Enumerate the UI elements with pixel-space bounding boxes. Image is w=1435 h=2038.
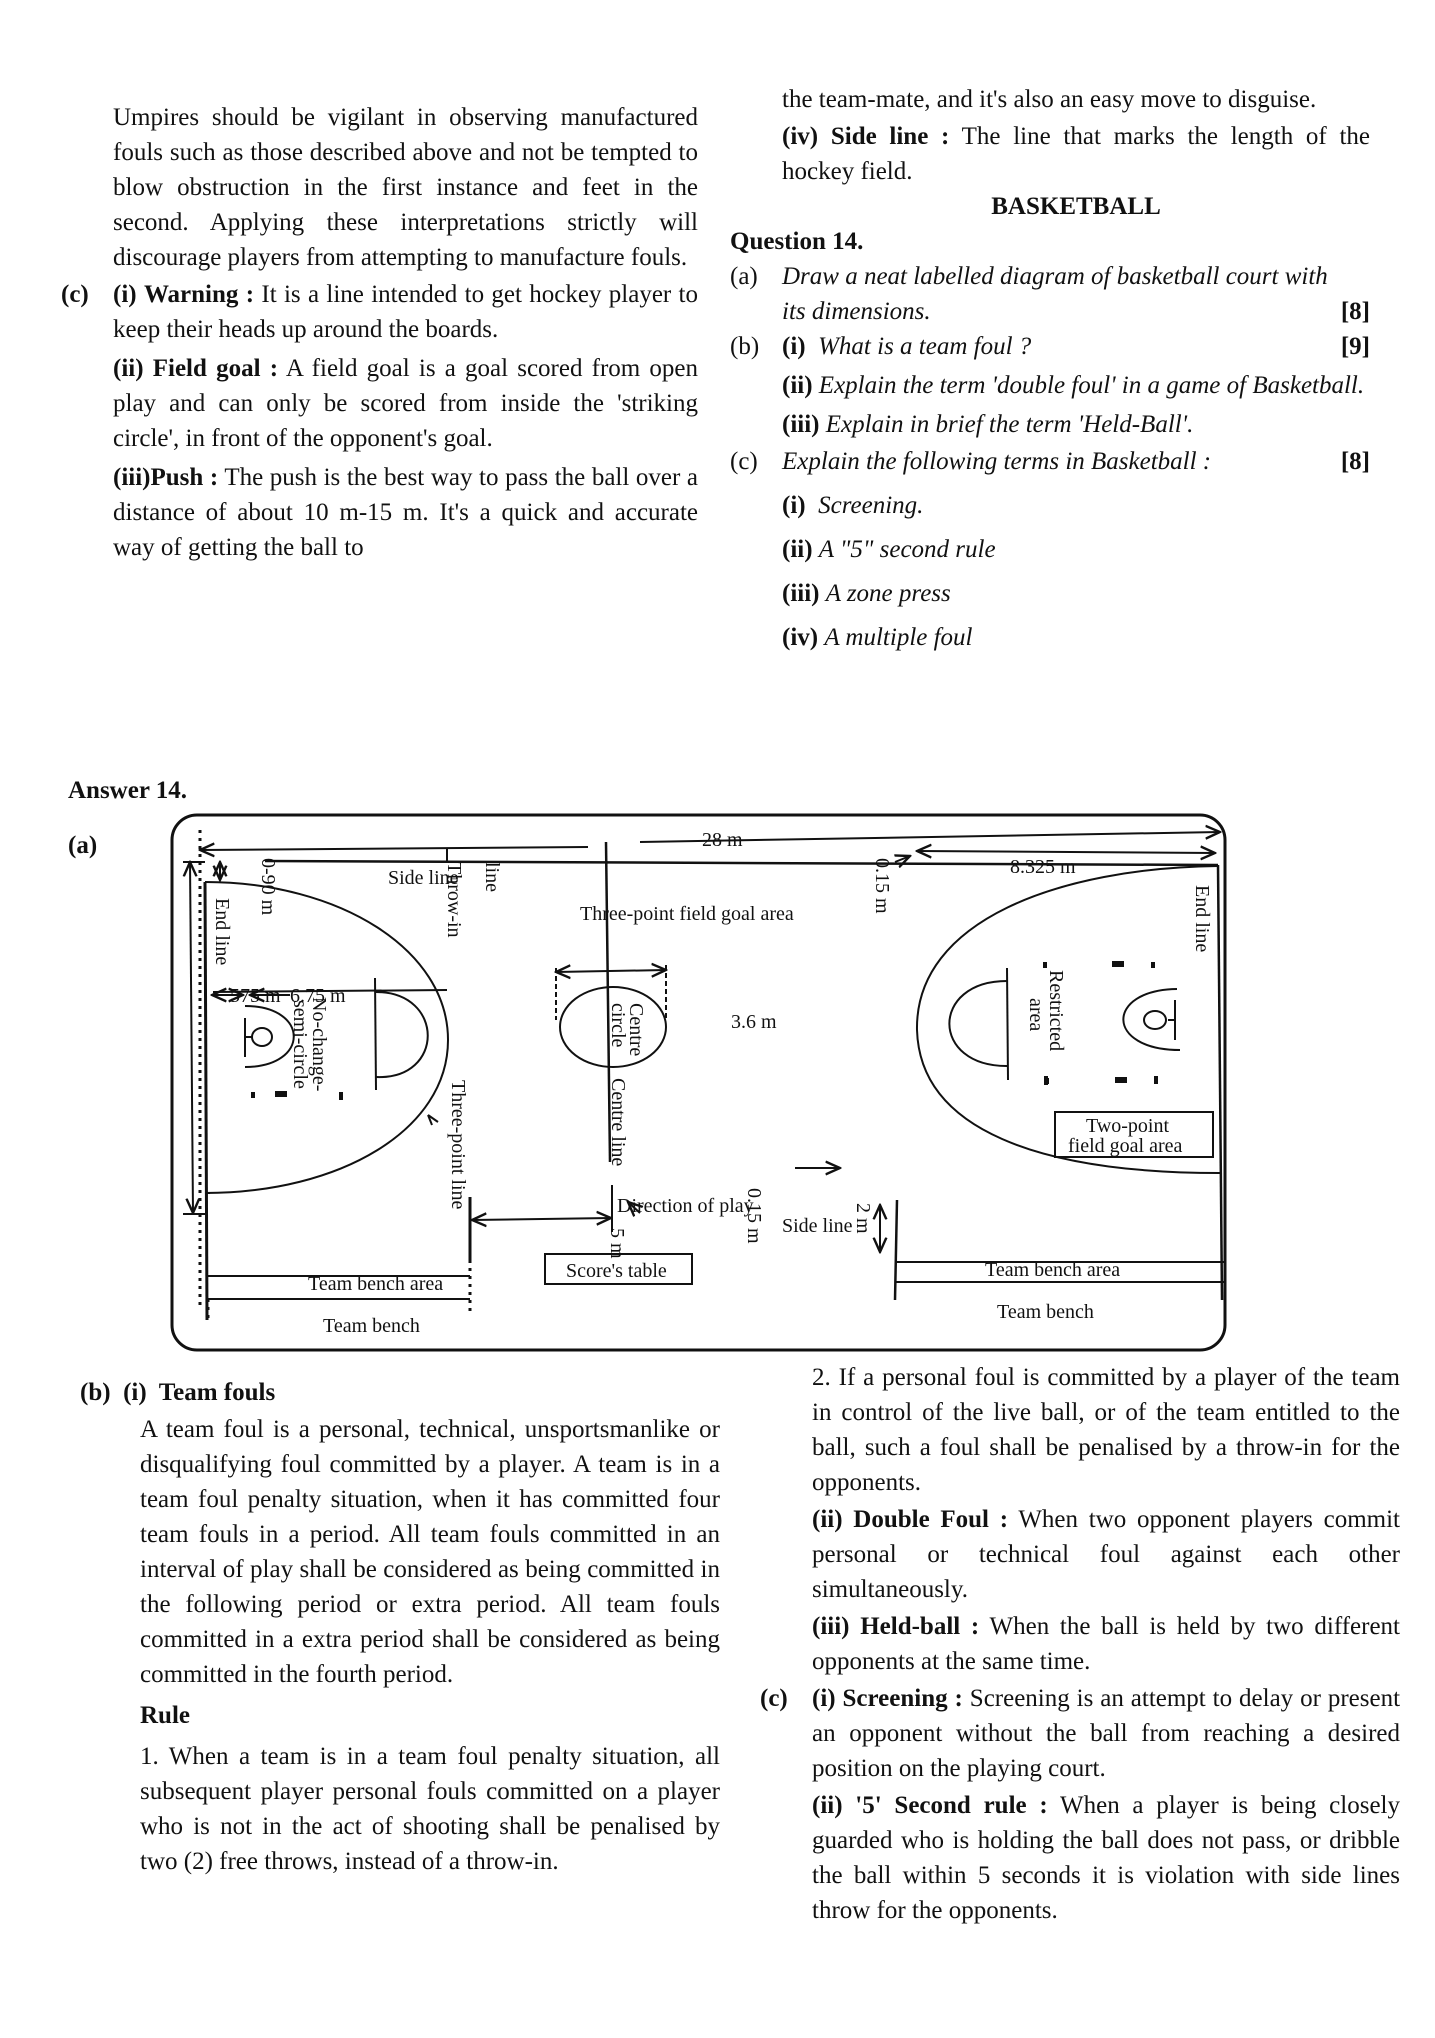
no-charge-semicircle-left <box>244 1005 295 1068</box>
side-line-item: (iv) Side line : The line that marks the… <box>782 123 1371 185</box>
three-point-line-left <box>204 881 450 1194</box>
label-throw-in-2: line <box>481 862 503 892</box>
three-point-line-right <box>915 865 1221 1174</box>
marks: [8] <box>1340 298 1370 325</box>
five-second-rule: (ii) '5' Second rule : When a player is … <box>812 1792 1400 1924</box>
label-no-change-2: semi-circle <box>289 1000 311 1089</box>
label-bench-area-left: Team bench area <box>308 1273 443 1295</box>
label-throw-in-1: Throw-in <box>443 862 465 938</box>
field-goal-item: (ii) Field goal : A field goal is a goal… <box>113 355 699 452</box>
label-side-line-bottom: Side line <box>782 1215 853 1237</box>
team-fouls-heading: (b) (i) Team fouls <box>80 1379 276 1406</box>
push-item: (iii)Push : The push is the best way to … <box>113 464 698 561</box>
screening: (i) Screening : Screening is an attempt … <box>812 1685 1401 1782</box>
label-length: 28 m <box>702 829 743 851</box>
score-table-box <box>544 1253 693 1285</box>
umpires-paragraph: Umpires should be vigilant in observing … <box>113 104 698 271</box>
centre-circle <box>559 986 667 1068</box>
held-ball: (iii) Held-ball : When the ball is held … <box>812 1613 1400 1675</box>
side-line-top <box>264 859 1219 867</box>
rule-2: 2. If a personal foul is committed by a … <box>812 1364 1400 1496</box>
double-foul: (ii) Double Foul : When two opponent pla… <box>812 1506 1401 1603</box>
label-side-line-top: Side line <box>388 867 459 889</box>
label-score-table: Score's table <box>566 1260 667 1282</box>
label-restricted-1: Restricted <box>1045 970 1067 1051</box>
label-three-point-line: Three-point line <box>447 1080 469 1210</box>
label-bench-area-right: Team bench area <box>985 1259 1120 1281</box>
centre-line <box>604 841 612 1163</box>
team-foul-definition: A team foul is a personal, technical, un… <box>140 1416 720 1688</box>
answer-a-label: (a) <box>68 832 98 859</box>
question-title: Question 14. <box>730 228 864 255</box>
basketball-court-diagram: 28 m Side line Three-point field goal ar… <box>170 813 1227 1352</box>
label-2m: 2 m <box>852 1203 874 1234</box>
question-b: (b) (i) What is a team foul ?[9] (ii) Ex… <box>730 333 1370 438</box>
restricted-area-right <box>1122 988 1181 1051</box>
warning-item: (i) Warning : It is a line intended to g… <box>113 281 699 343</box>
label-8325: 8.325 m <box>1010 856 1076 878</box>
bottom-left-column: (b) (i) Team fouls A team foul is a pers… <box>80 1375 720 1879</box>
question-a: (a) Draw a neat labelled diagram of bask… <box>730 259 1370 329</box>
end-line-right <box>1216 864 1224 1301</box>
label-centre-circle-2: circle <box>607 1003 629 1048</box>
label-5m: 5 m <box>606 1228 628 1259</box>
label-two-point-1: Two-point <box>1086 1115 1169 1137</box>
answer-c: (c) (i) Screening : Screening is an atte… <box>760 1681 1400 1928</box>
label-bench-right: Team bench <box>997 1301 1094 1323</box>
end-line-left <box>203 881 209 1321</box>
section-c-hockey: (c) (i) Warning : It is a line intended … <box>61 277 698 565</box>
label-direction: Direction of play <box>617 1195 754 1217</box>
basket-right <box>1143 1010 1167 1030</box>
section-label: (c) <box>61 281 89 308</box>
label-restricted-2: area <box>1025 998 1047 1031</box>
left-top-column: Umpires should be vigilant in observing … <box>61 100 698 565</box>
rule-heading: Rule <box>140 1702 190 1729</box>
basket-left <box>251 1027 273 1047</box>
label-two-point-2: field goal area <box>1068 1135 1182 1157</box>
label-bench-left: Team bench <box>323 1315 420 1337</box>
label-015-top: 0.15 m <box>871 858 893 914</box>
continued-text: the team-mate, and it's also an easy mov… <box>782 86 1317 113</box>
label-575: 575 m <box>230 985 281 1007</box>
answer-title: Answer 14. <box>68 777 187 804</box>
right-top-column: the team-mate, and it's also an easy mov… <box>730 82 1370 655</box>
rule-1: 1. When a team is in a team foul penalty… <box>140 1743 721 1875</box>
label-centre-circle-1: Centre <box>625 1003 647 1056</box>
label-no-change-1: No-change- <box>308 997 330 1091</box>
label-end-line-right: End line <box>1191 885 1213 952</box>
section-heading: BASKETBALL <box>991 193 1161 220</box>
label-675: 6.75 m <box>290 985 346 1007</box>
free-throw-semicircle-left <box>375 991 429 1079</box>
bottom-right-column: 2. If a personal foul is committed by a … <box>760 1360 1400 1928</box>
label-090: 0-90 m <box>257 858 279 916</box>
label-end-line-left: End line <box>211 898 233 965</box>
label-centre-line: Centre line <box>607 1078 629 1166</box>
free-throw-semicircle-right <box>948 980 1009 1068</box>
diagram-border <box>170 813 1227 1352</box>
label-three-point-area: Three-point field goal area <box>580 903 794 925</box>
label-36: 3.6 m <box>731 1011 777 1033</box>
question-c: (c) Explain the following terms in Baske… <box>730 448 1370 651</box>
label-015-bottom: 0.15 m <box>743 1188 765 1244</box>
two-point-area-box <box>1054 1111 1214 1158</box>
